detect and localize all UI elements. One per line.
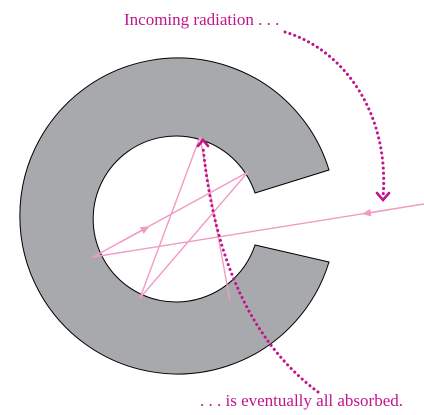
bottom-label: . . . is eventually all absorbed.: [200, 391, 403, 410]
cavity-body: [20, 58, 329, 374]
reflection-arrow: [120, 228, 146, 242]
incoming-ray-arrow: [366, 210, 390, 214]
top-label: Incoming radiation . . .: [124, 10, 279, 29]
